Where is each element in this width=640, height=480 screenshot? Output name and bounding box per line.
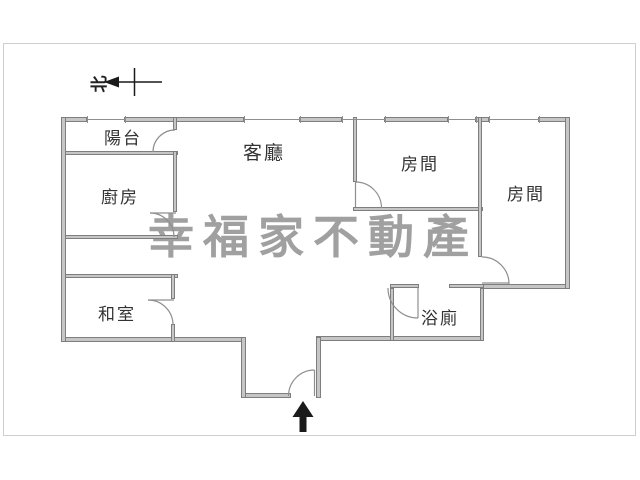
window-4: [448, 116, 477, 123]
label-kitchen: 廚房: [101, 188, 139, 207]
wall-tatami-right-top: [171, 274, 175, 299]
door-arc-bedroom2: [481, 256, 510, 285]
entrance-arrow-icon: [292, 401, 314, 432]
wall-bathroom-left: [390, 288, 394, 341]
watermark-text: 幸福家不動產: [148, 211, 478, 263]
window-5: [489, 116, 540, 123]
wall-bedroom1-bottom: [353, 207, 483, 211]
wall-bathroom-right: [480, 288, 484, 341]
door-arc-bedroom1: [355, 181, 383, 209]
door-arc-kitchen: [149, 212, 175, 238]
window-2: [244, 116, 301, 123]
wall-porch-left: [241, 337, 246, 398]
window-3: [342, 116, 386, 123]
door-arc-bathroom: [387, 287, 419, 319]
door-arc-tatami: [147, 299, 174, 326]
north-arrow-icon: [104, 68, 162, 96]
wall-bedroom-divider: [478, 117, 482, 257]
door-arc-entrance: [287, 369, 315, 397]
image-border-frame: [3, 43, 636, 436]
label-bedroom-1: 房間: [401, 155, 439, 174]
label-tatami-room: 和室: [98, 305, 136, 324]
wall-right-outer: [565, 117, 570, 289]
wall-porch-right: [316, 337, 321, 398]
wall-kitchen-right: [173, 151, 177, 212]
label-bathroom: 浴廁: [421, 309, 459, 328]
label-living-room: 客廳: [242, 143, 285, 164]
wall-bathroom-top-left: [390, 284, 419, 288]
label-balcony: 陽台: [104, 129, 142, 148]
label-bedroom-2: 房間: [507, 185, 545, 204]
wall-left-outer: [61, 117, 66, 342]
door-arc-balcony: [152, 129, 176, 153]
wall-bathroom-top-right: [449, 284, 484, 288]
window-1: [87, 116, 126, 123]
